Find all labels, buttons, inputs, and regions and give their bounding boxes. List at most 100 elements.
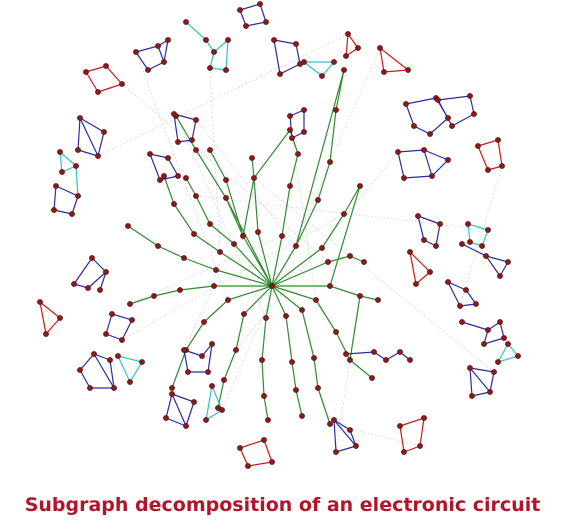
- graph-edge: [485, 255, 501, 277]
- graph-node: [311, 355, 317, 361]
- graph-edge: [485, 255, 509, 263]
- graph-node: [487, 389, 493, 395]
- graph-node: [445, 157, 451, 163]
- graph-node: [357, 183, 363, 189]
- graph-node: [459, 319, 465, 325]
- graph-edge: [135, 45, 159, 53]
- graph-node: [479, 243, 485, 249]
- graph-node: [237, 7, 243, 13]
- graph-edge: [117, 355, 143, 363]
- graph-edge: [171, 349, 187, 389]
- graph-node: [103, 331, 109, 337]
- graph-node: [289, 359, 295, 365]
- graph-node: [467, 239, 473, 245]
- graph-edge: [289, 153, 299, 187]
- graph-edge: [109, 359, 115, 389]
- cross-link-edge: [135, 51, 229, 301]
- graph-node: [383, 357, 389, 363]
- graph-node: [133, 49, 139, 55]
- cross-link-edge: [195, 119, 297, 247]
- graph-edge: [253, 177, 259, 233]
- graph-edge: [415, 271, 431, 285]
- graph-edge: [242, 235, 273, 287]
- graph-edge: [75, 165, 79, 197]
- graph-node: [361, 259, 367, 265]
- graph-edge: [183, 257, 217, 271]
- graph-edge: [477, 145, 489, 171]
- graph-edge: [129, 295, 155, 305]
- graph-node: [257, 1, 263, 7]
- graph-node: [449, 123, 455, 129]
- graph-edge: [413, 125, 431, 135]
- cross-link-edge: [183, 285, 215, 351]
- graph-edge: [53, 185, 57, 211]
- graph-node: [193, 147, 199, 153]
- graph-edge: [233, 243, 273, 287]
- graph-node: [69, 211, 75, 217]
- graph-node: [347, 357, 353, 363]
- graph-node: [175, 139, 181, 145]
- graph-node: [75, 147, 81, 153]
- graph-edge: [173, 113, 179, 143]
- graph-node: [165, 155, 171, 161]
- graph-edge: [497, 355, 519, 363]
- graph-node: [421, 147, 427, 153]
- graph-node: [397, 349, 403, 355]
- graph-edge: [265, 285, 273, 319]
- graph-edge: [349, 359, 373, 379]
- graph-edge: [271, 285, 287, 317]
- graph-node: [343, 53, 349, 59]
- graph-node: [377, 45, 383, 51]
- graph-edge: [447, 281, 467, 291]
- graph-edge: [259, 3, 267, 23]
- graph-node: [177, 287, 183, 293]
- graph-edge: [121, 319, 133, 341]
- graph-node: [119, 81, 125, 87]
- graph-node: [225, 297, 231, 303]
- graph-edge: [257, 231, 273, 287]
- graph-edge: [239, 439, 265, 449]
- graph-node: [125, 223, 131, 229]
- graph-node: [375, 297, 381, 303]
- graph-node: [251, 175, 257, 181]
- graph-edge: [193, 233, 221, 253]
- graph-edge: [235, 313, 245, 351]
- cross-link-edge: [175, 115, 267, 319]
- graph-edge: [333, 419, 357, 447]
- graph-edge: [295, 389, 303, 417]
- graph-edge: [497, 343, 509, 363]
- graph-edge: [173, 203, 195, 235]
- graph-edge: [295, 199, 319, 247]
- graph-node: [221, 377, 227, 383]
- graph-node: [407, 357, 413, 363]
- graph-node: [147, 151, 153, 157]
- graph-node: [299, 307, 305, 313]
- graph-node: [347, 253, 353, 259]
- graph-edge: [225, 39, 229, 71]
- graph-node: [301, 107, 307, 113]
- graph-node: [465, 221, 471, 227]
- graph-node: [217, 249, 223, 255]
- graph-node: [467, 93, 473, 99]
- graph-node: [481, 341, 487, 347]
- graph-node: [283, 313, 289, 319]
- graph-node: [249, 155, 255, 161]
- graph-node: [183, 19, 189, 25]
- graph-node: [209, 383, 215, 389]
- graph-node: [325, 259, 331, 265]
- graph-edge: [179, 285, 215, 291]
- graph-edge: [469, 95, 475, 115]
- graph-node: [397, 423, 403, 429]
- graph-node: [95, 89, 101, 95]
- graph-node: [183, 175, 189, 181]
- graph-node: [127, 379, 133, 385]
- graph-node: [395, 149, 401, 155]
- graph-node: [119, 337, 125, 343]
- graph-node: [207, 221, 213, 227]
- graph-edge: [271, 285, 303, 311]
- graph-edge: [253, 129, 291, 179]
- graph-edge: [185, 177, 197, 197]
- graph-edge: [129, 361, 143, 383]
- cross-link-edge: [459, 165, 503, 307]
- graph-edge: [333, 419, 351, 431]
